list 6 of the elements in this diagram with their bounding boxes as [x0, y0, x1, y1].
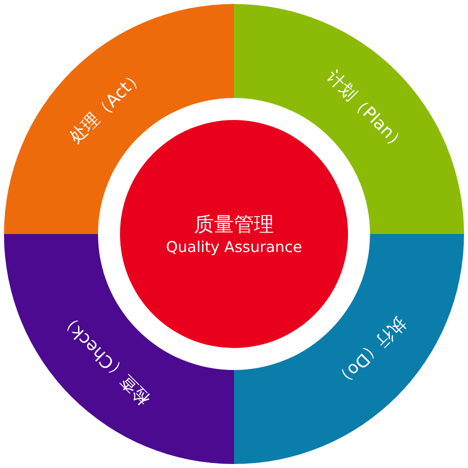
ring-segment [234, 4, 464, 234]
ring-segment [4, 4, 234, 234]
phase-label: 执行（Do） [330, 312, 410, 392]
phase-label: 处理（Act） [66, 66, 148, 148]
center-subtitle: Quality Assurance [166, 238, 302, 258]
center-title: 质量管理 [194, 210, 274, 237]
